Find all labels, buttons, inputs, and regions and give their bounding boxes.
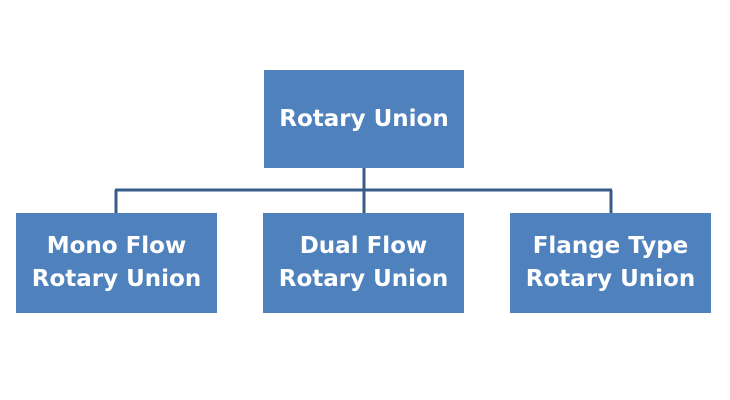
node-dual-flow-text: Dual Flow Rotary Union (279, 230, 448, 296)
node-flange-type-rotary-union: Flange Type Rotary Union (510, 213, 711, 313)
node-mono-flow-line2: Rotary Union (31, 266, 202, 292)
node-flange-type-text: Flange Type Rotary Union (526, 230, 695, 296)
node-mono-flow-text: Mono Flow Rotary Union (32, 230, 201, 296)
node-dual-flow-line2: Rotary Union (278, 266, 449, 292)
node-flange-type-line1: Flange Type (532, 233, 689, 259)
node-rotary-union-label: Rotary Union (279, 105, 449, 132)
node-dual-flow-rotary-union: Dual Flow Rotary Union (263, 213, 464, 313)
node-mono-flow-line1: Mono Flow (46, 233, 187, 259)
node-rotary-union: Rotary Union (264, 70, 464, 168)
node-mono-flow-rotary-union: Mono Flow Rotary Union (16, 213, 217, 313)
node-dual-flow-line1: Dual Flow (299, 233, 428, 259)
node-flange-type-line2: Rotary Union (525, 266, 696, 292)
